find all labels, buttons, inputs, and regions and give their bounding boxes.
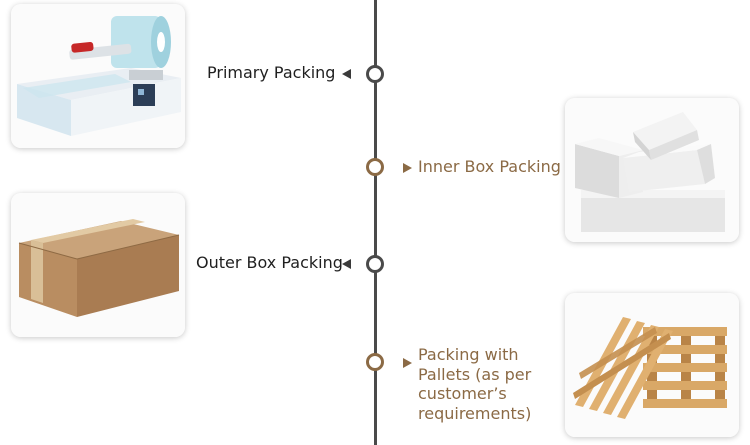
wooden-pallets-icon (565, 293, 739, 437)
arrow-left-icon (342, 69, 351, 79)
white-boxes-icon (565, 98, 739, 242)
step-inner-box-label: Inner Box Packing (418, 157, 561, 176)
arrow-right-icon (403, 358, 412, 368)
arrow-right-icon (403, 163, 412, 173)
timeline-spine (374, 0, 377, 445)
wooden-pallets-image-card (565, 293, 739, 437)
sealing-machine-icon (11, 4, 185, 148)
timeline-node-inner-box (366, 158, 384, 176)
timeline-node-outer-box (366, 255, 384, 273)
step-outer-box-label: Outer Box Packing (196, 253, 343, 272)
cardboard-box-image-card (11, 193, 185, 337)
sealing-machine-image-card (11, 4, 185, 148)
arrow-left-icon (342, 259, 351, 269)
timeline-node-pallets (366, 353, 384, 371)
step-primary-packing-label: Primary Packing (207, 63, 336, 82)
white-boxes-image-card (565, 98, 739, 242)
cardboard-box-icon (11, 193, 185, 337)
step-pallets-label: Packing with Pallets (as per customer’s … (418, 345, 532, 423)
timeline-node-primary (366, 65, 384, 83)
